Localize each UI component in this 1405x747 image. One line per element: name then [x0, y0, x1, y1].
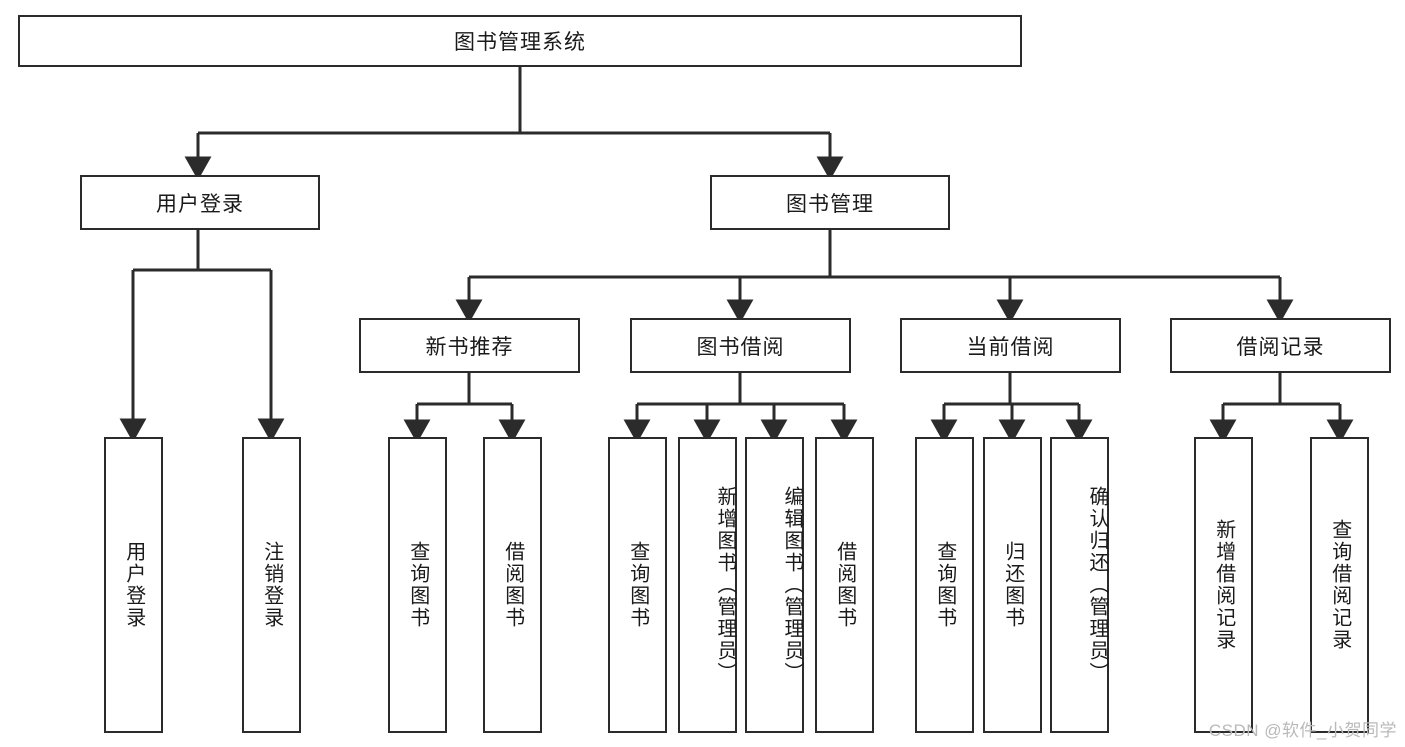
node-leaf-edit-book-admin[interactable]: 编辑图书（管理员） — [745, 437, 804, 733]
node-leaf-user-login-label: 用户登录 — [122, 541, 145, 629]
node-book-borrow-label: 图书借阅 — [696, 335, 785, 359]
node-user-login-label: 用户登录 — [156, 192, 244, 216]
node-leaf-query-book-recommend[interactable]: 查询图书 — [388, 437, 447, 733]
node-leaf-query-book-borrow-label: 查询图书 — [626, 541, 649, 629]
node-root[interactable]: 图书管理系统 — [18, 15, 1022, 67]
node-leaf-query-borrow-record-label: 查询借阅记录 — [1328, 519, 1351, 651]
node-leaf-borrow-book-label: 借阅图书 — [833, 541, 856, 629]
node-new-book-recommend[interactable]: 新书推荐 — [359, 318, 580, 373]
node-leaf-return-book[interactable]: 归还图书 — [983, 437, 1042, 733]
node-leaf-add-borrow-record[interactable]: 新增借阅记录 — [1194, 437, 1253, 733]
node-leaf-confirm-return-admin[interactable]: 确认归还（管理员） — [1050, 437, 1109, 733]
node-leaf-add-book-admin-label: 新增图书（管理员） — [714, 486, 736, 684]
node-leaf-user-login[interactable]: 用户登录 — [104, 437, 163, 733]
node-leaf-query-book-recommend-label: 查询图书 — [406, 541, 429, 629]
node-leaf-query-book-borrow[interactable]: 查询图书 — [608, 437, 667, 733]
node-user-login[interactable]: 用户登录 — [80, 175, 320, 230]
node-book-management-label: 图书管理 — [786, 192, 874, 216]
node-leaf-return-book-label: 归还图书 — [1001, 541, 1024, 629]
node-leaf-logout[interactable]: 注销登录 — [242, 437, 301, 733]
node-book-management[interactable]: 图书管理 — [710, 175, 950, 230]
node-leaf-borrow-book[interactable]: 借阅图书 — [815, 437, 874, 733]
node-new-book-recommend-label: 新书推荐 — [425, 335, 514, 359]
node-current-borrow[interactable]: 当前借阅 — [900, 318, 1121, 373]
node-borrow-record-label: 借阅记录 — [1236, 335, 1325, 359]
node-book-borrow[interactable]: 图书借阅 — [630, 318, 851, 373]
node-leaf-confirm-return-admin-label: 确认归还（管理员） — [1086, 486, 1108, 684]
node-leaf-edit-book-admin-label: 编辑图书（管理员） — [781, 486, 803, 684]
node-root-label: 图书管理系统 — [454, 31, 586, 54]
node-current-borrow-label: 当前借阅 — [966, 335, 1055, 359]
node-leaf-query-book-current[interactable]: 查询图书 — [915, 437, 974, 733]
node-leaf-query-book-current-label: 查询图书 — [933, 541, 956, 629]
node-leaf-logout-label: 注销登录 — [260, 541, 283, 629]
node-leaf-add-borrow-record-label: 新增借阅记录 — [1212, 519, 1235, 651]
node-leaf-add-book-admin[interactable]: 新增图书（管理员） — [678, 437, 737, 733]
node-leaf-query-borrow-record[interactable]: 查询借阅记录 — [1310, 437, 1369, 733]
node-leaf-borrow-book-recommend-label: 借阅图书 — [501, 541, 524, 629]
node-leaf-borrow-book-recommend[interactable]: 借阅图书 — [483, 437, 542, 733]
node-borrow-record[interactable]: 借阅记录 — [1170, 318, 1391, 373]
